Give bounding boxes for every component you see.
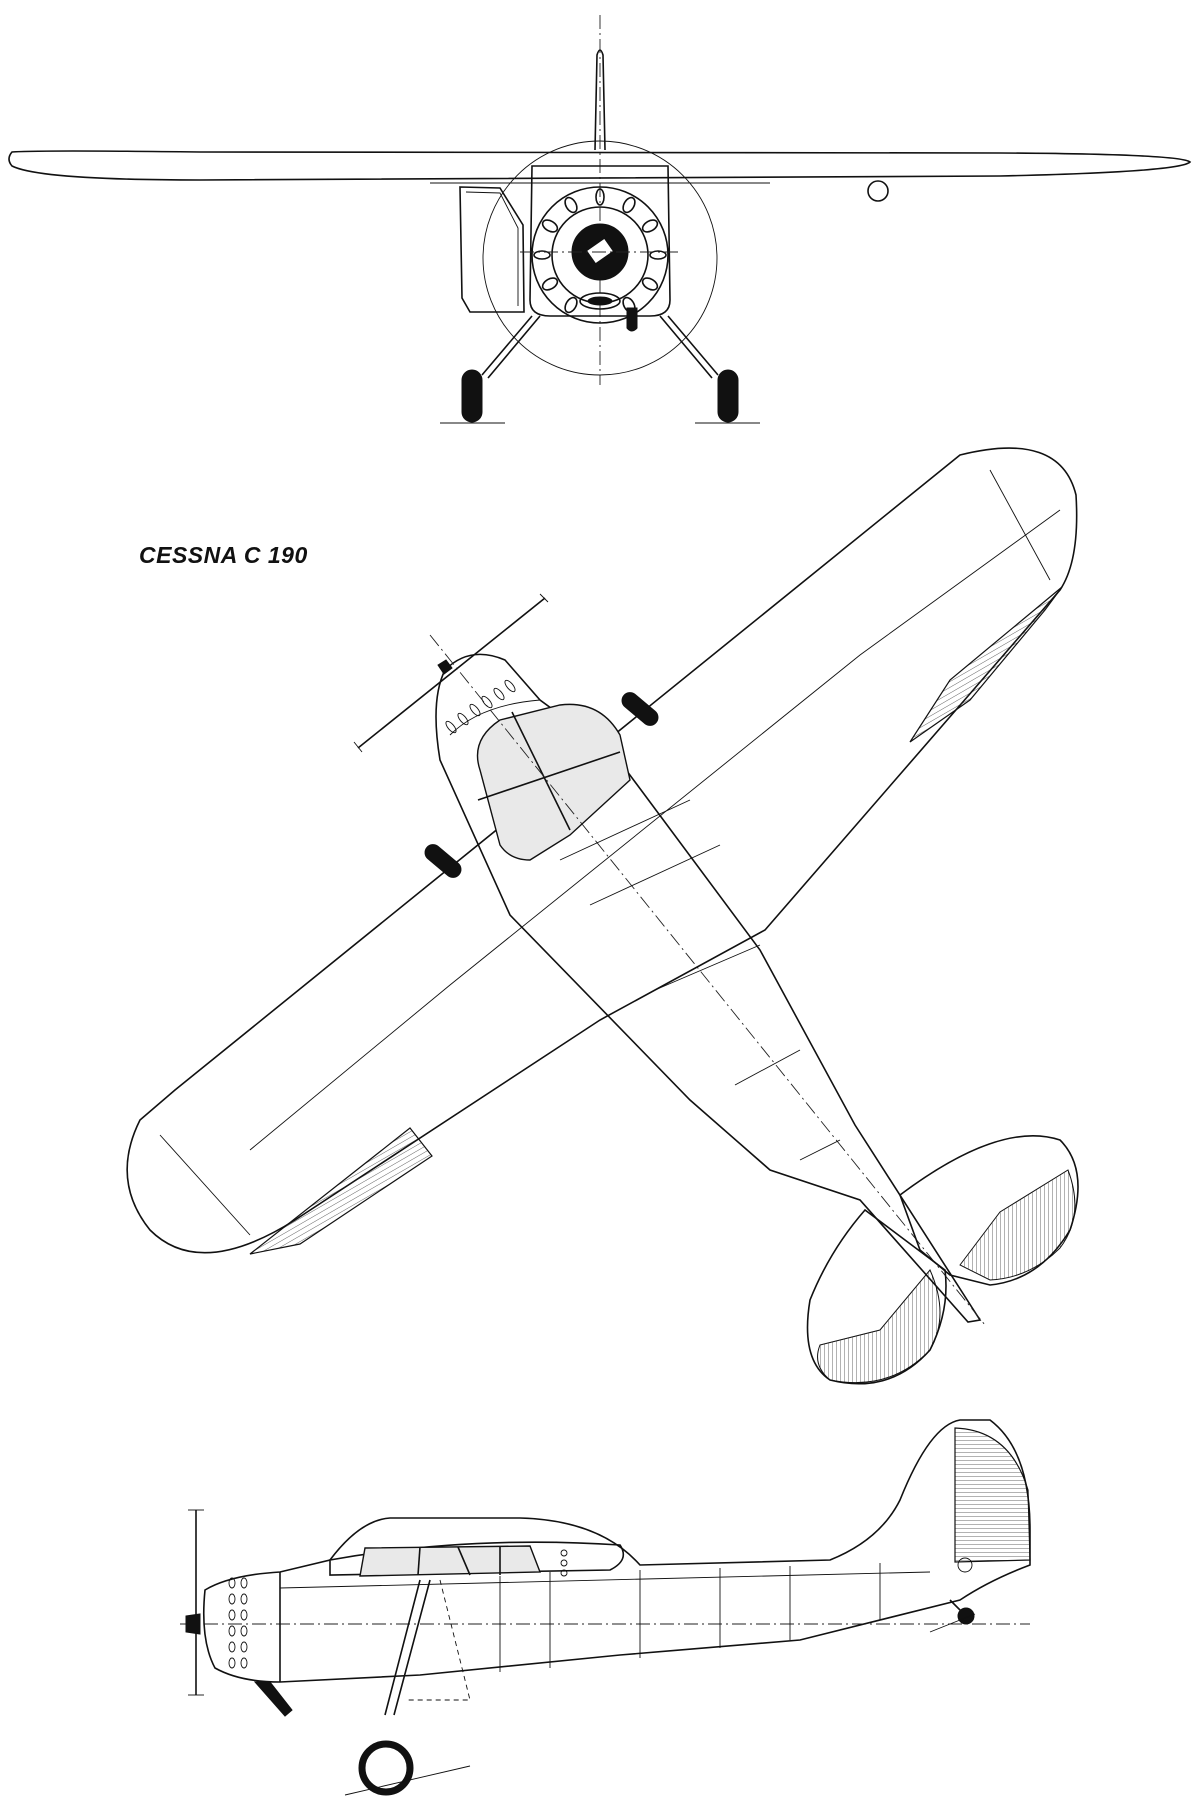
- side-cowl-louvers: [228, 1577, 248, 1669]
- propeller-disc: [482, 140, 718, 376]
- right-stabilizer: [899, 1134, 1079, 1286]
- side-windows: [359, 1545, 542, 1577]
- canopy: [476, 703, 631, 861]
- cowl-louvers: [445, 679, 516, 734]
- rudder: [954, 1427, 1031, 1563]
- front-view: [8, 15, 1192, 424]
- side-view: [180, 1419, 1031, 1796]
- right-main-wheel: [717, 369, 739, 423]
- front-fuselage: [529, 165, 671, 317]
- top-view: [126, 447, 1079, 1385]
- strut-fairing-left: [424, 844, 462, 878]
- left-aileron: [249, 1127, 433, 1255]
- side-main-wheel: [358, 1740, 414, 1796]
- top-wing: [126, 447, 1078, 1254]
- right-aileron: [909, 586, 1063, 743]
- left-main-wheel: [461, 369, 483, 423]
- drawing-title: CESSNA C 190: [139, 542, 308, 568]
- front-wing: [8, 150, 1192, 181]
- side-fuselage: [202, 1419, 1031, 1683]
- strut-fairing-right: [621, 692, 659, 726]
